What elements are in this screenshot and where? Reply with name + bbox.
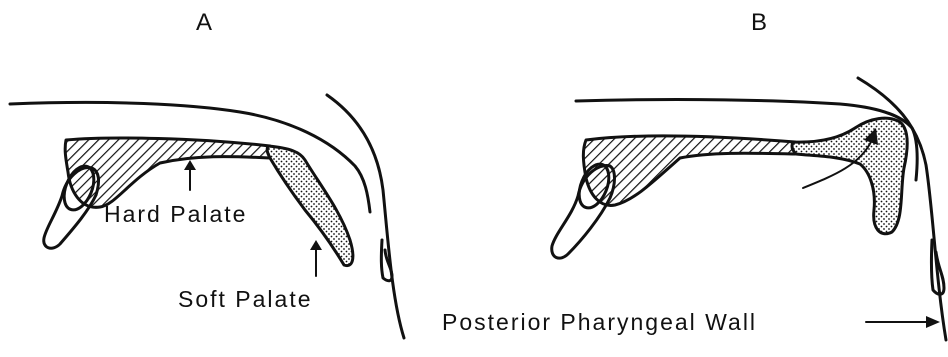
panel-a: A Hard Palate Soft Palate: [10, 9, 404, 338]
panel-b-posterior-pharyngeal-wall: [858, 78, 946, 340]
posterior-pharyngeal-wall-label: Posterior Pharyngeal Wall: [442, 309, 757, 335]
panel-b-hard-palate-shape: [583, 136, 798, 205]
panel-b-soft-palate-shape: [792, 118, 907, 234]
panel-a-soft-palate-shape: [267, 146, 353, 266]
panel-a-hard-palate-arrow-head: [184, 160, 196, 170]
hard-palate-label: Hard Palate: [104, 201, 247, 227]
soft-palate-label: Soft Palate: [178, 286, 313, 312]
panel-a-soft-palate-arrow-head: [310, 240, 322, 250]
pharyngeal-wall-arrow-head: [926, 316, 940, 328]
panel-a-letter: A: [196, 9, 212, 36]
panel-b-letter: B: [751, 9, 767, 36]
panel-b: B Posterior Pharyngeal Wall: [442, 9, 946, 340]
